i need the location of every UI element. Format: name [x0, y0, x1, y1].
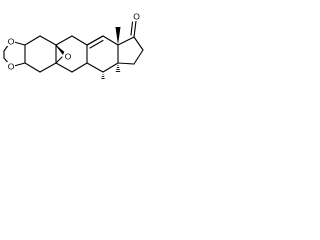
methyl-wedge-bond: [115, 27, 121, 45]
bond: [39, 35, 57, 46]
ring-c: [86, 35, 119, 73]
dioxolane-oxygen-bottom-label: O: [8, 62, 15, 72]
bond: [71, 35, 88, 46]
ketone-oxygen-label: O: [133, 12, 140, 22]
epoxide: [55, 44, 65, 64]
bond: [39, 62, 57, 73]
double-bond: [133, 20, 137, 38]
dioxolane-oxygen-top-label: O: [8, 37, 15, 47]
bond: [117, 62, 135, 65]
bond: [24, 35, 41, 46]
ring-a: [24, 35, 57, 73]
atom-labels: O O O O: [7, 12, 141, 72]
label-bg: [132, 12, 141, 21]
label-bg: [7, 37, 15, 46]
bond: [117, 36, 135, 46]
ring-d: [115, 20, 144, 65]
bond: [102, 62, 119, 73]
epoxide-oxygen-label: O: [65, 52, 72, 62]
bond: [13, 62, 26, 67]
stereo-bonds: [101, 65, 121, 79]
bond: [86, 62, 104, 73]
label-bg: [64, 52, 72, 61]
double-bond-inner: [130, 21, 134, 36]
wedge-bond: [56, 45, 65, 55]
bond: [24, 62, 41, 73]
bond: [133, 49, 144, 65]
bond: [55, 56, 63, 64]
label-bg: [7, 62, 15, 71]
bond: [55, 35, 73, 46]
bond: [102, 35, 119, 46]
double-bond-inner: [89, 39, 104, 49]
bond: [55, 62, 73, 73]
double-bond: [86, 35, 104, 46]
ring-b: [55, 35, 88, 73]
bond: [133, 36, 144, 51]
chemical-structure: O O O O: [3, 12, 144, 79]
bond: [71, 62, 88, 73]
bond: [13, 41, 26, 46]
